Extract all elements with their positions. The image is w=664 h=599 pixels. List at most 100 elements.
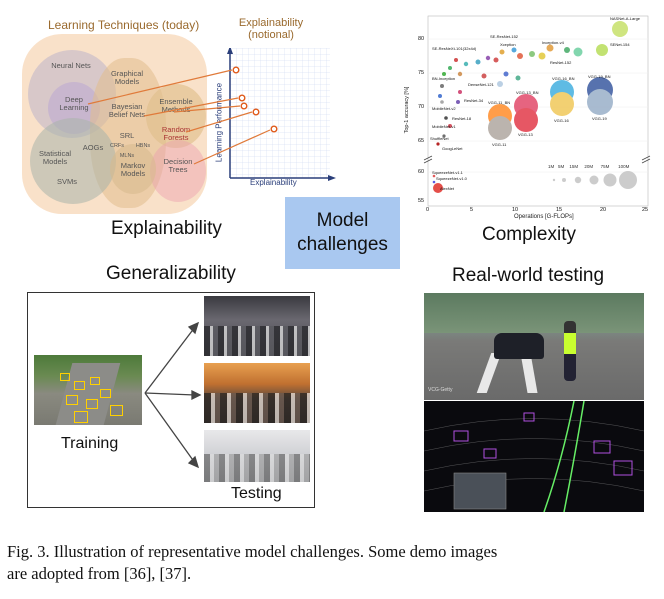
x-tick-15: 15 [556,207,563,213]
size-legend: 1M 5M 15M 20M 75M 100M [548,164,629,169]
label-resnet18: ResNet-18 [452,116,472,121]
bubble-vgg11 [488,116,512,140]
x-tick-10: 10 [512,207,519,213]
lidar-svg [424,401,644,512]
y-tick-60: 60 [418,169,425,175]
bubble-seresnext [573,47,583,57]
notional-connectors [87,66,278,165]
srl-label: SRL [119,131,135,140]
size-75m: 75M [600,164,610,169]
label-mobilenet-v1: MobileNet-v1 [432,124,456,129]
ensemble-circle [146,84,206,148]
label-googlenet: GoogLeNet [442,146,463,151]
notional-title-line2: (notional) [248,28,294,41]
x-tick-20: 20 [600,207,607,213]
aogs-label: AOGs [82,143,104,152]
explainability-panel: Learning Techniques (today) Neural Nets … [18,8,348,248]
generalizability-frame: Training Testing [27,292,315,508]
model-challenges-box: Model challenges [285,197,400,269]
testing-image-night [204,296,310,356]
real-world-watermark: VCG·Getty [428,387,453,393]
decision-trees-label: Decision Trees [163,157,193,174]
deep-learning-label: Deep Learning [59,95,89,112]
label-seresnet: SE-ResNet-152 [490,34,519,39]
label-densenet121: DenseNet-121 [468,82,494,87]
bubble-alexnet [433,183,443,193]
bayesian-label: Bayesian Belief Nets [108,102,146,119]
testing-image-sunset [204,363,310,423]
model-challenges-line1: Model [316,210,369,232]
complexity-title: Complexity [482,224,576,245]
notional-x-axis-label: Explainability [250,178,297,187]
caption-line2: are adopted from [36], [37]. [7,563,192,583]
markov-circle [110,144,156,194]
neural-nets-label: Neural Nets [51,61,91,70]
y-tick-75: 75 [418,70,425,76]
label-resnet34: ResNet-34 [464,98,484,103]
notional-point-1 [232,66,240,74]
bubble-senet [596,44,608,56]
y-tick-65: 65 [418,138,425,144]
graphical-models-label: Graphical Models [110,69,144,86]
decision-trees-circle [150,140,206,202]
pedestrian [564,321,576,381]
statistical-models-label: Statistical Models [38,149,72,166]
notional-plot-title: Explainability (notional) [226,17,316,41]
lidar-visualization [424,401,644,512]
label-xception: Xception [500,42,516,47]
size-5m: 5M [558,164,565,169]
size-100m: 100M [618,164,630,169]
size-1m: 1M [548,164,555,169]
bubble-vgg19 [587,89,613,115]
explainability-title: Explainability [111,218,222,239]
label-vgg11bn: VGG-11_BN [488,100,511,105]
complexity-chart [423,15,651,207]
crfs-label: CRFs [109,143,125,149]
markov-label: Markov Models [120,161,146,178]
testing-image-snow [204,430,310,482]
real-world-photo: VCG·Getty [424,293,644,400]
notional-point-3 [240,102,248,110]
label-alexnet: AlexNet [440,186,455,191]
label-vgg16bn: VGG-16_BN [552,76,575,81]
label-vgg13bn: VGG-13_BN [516,90,539,95]
x-tick-25: 25 [642,207,649,213]
label-seresnext: SE-ResNeXt-101(32x4d) [432,46,477,51]
real-world-title: Real-world testing [452,265,605,286]
label-senet: SENet-154 [610,42,630,47]
label-resnet152: ResNet-152 [550,60,572,65]
statistical-models-circle [30,118,116,204]
size-15m: 15M [569,164,579,169]
random-forests-label: Random Forests [161,125,191,142]
complexity-x-axis: Operations [G-FLOPs] [514,214,574,220]
label-vgg13: VGG-13 [518,132,533,137]
notional-point-4 [252,108,260,116]
hbns-label: HBNs [135,143,151,149]
label-mobilenet-v2: MobileNet-v2 [432,106,456,111]
bubble-vgg16 [550,92,574,116]
generalizability-title: Generalizability [106,263,236,284]
label-vgg16: VGG-16 [554,118,569,123]
training-label: Training [61,435,119,452]
label-vgg11: VGG-11 [492,142,507,147]
svms-label: SVMs [56,177,77,186]
bubble-vgg13 [514,108,538,132]
notional-point-2 [238,94,246,102]
caption-line1: Fig. 3. Illustration of representative m… [7,542,498,561]
model-challenges-line2: challenges [297,234,388,255]
y-tick-70: 70 [418,104,425,110]
notional-point-5 [270,125,278,133]
label-squeezenet11: SqueezeNet-v1.1 [432,170,463,175]
car [494,333,544,359]
label-bninception: BN-Inception [432,76,456,81]
label-vgg19bn: VGG-19_BN [588,74,611,79]
x-tick-0: 0 [426,207,430,213]
label-vgg19: VGG-19 [592,116,607,121]
notional-title-line1: Explainability [238,17,304,29]
size-20m: 20M [584,164,594,169]
label-inception: Inception-v4 [542,40,564,45]
complexity-panel: Top-1 accuracy [%] Operations [G-FLOPs] … [402,12,652,222]
complexity-y-axis: Top-1 accuracy [%] [404,86,410,134]
y-tick-55: 55 [418,198,425,204]
venn-title: Learning Techniques (today) [48,18,200,32]
